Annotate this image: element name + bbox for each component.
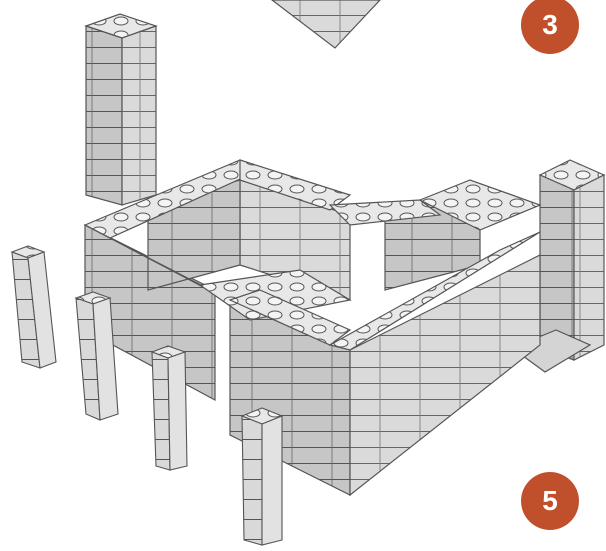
step-number-badge-lower: 5: [521, 472, 579, 530]
step-number-upper: 3: [542, 9, 558, 41]
column-3: [152, 346, 187, 470]
step-number-lower: 5: [542, 485, 558, 517]
left-tower: [86, 14, 156, 205]
previous-step-piece: [272, 0, 380, 48]
column-1: [12, 246, 56, 368]
column-4: [242, 408, 282, 545]
